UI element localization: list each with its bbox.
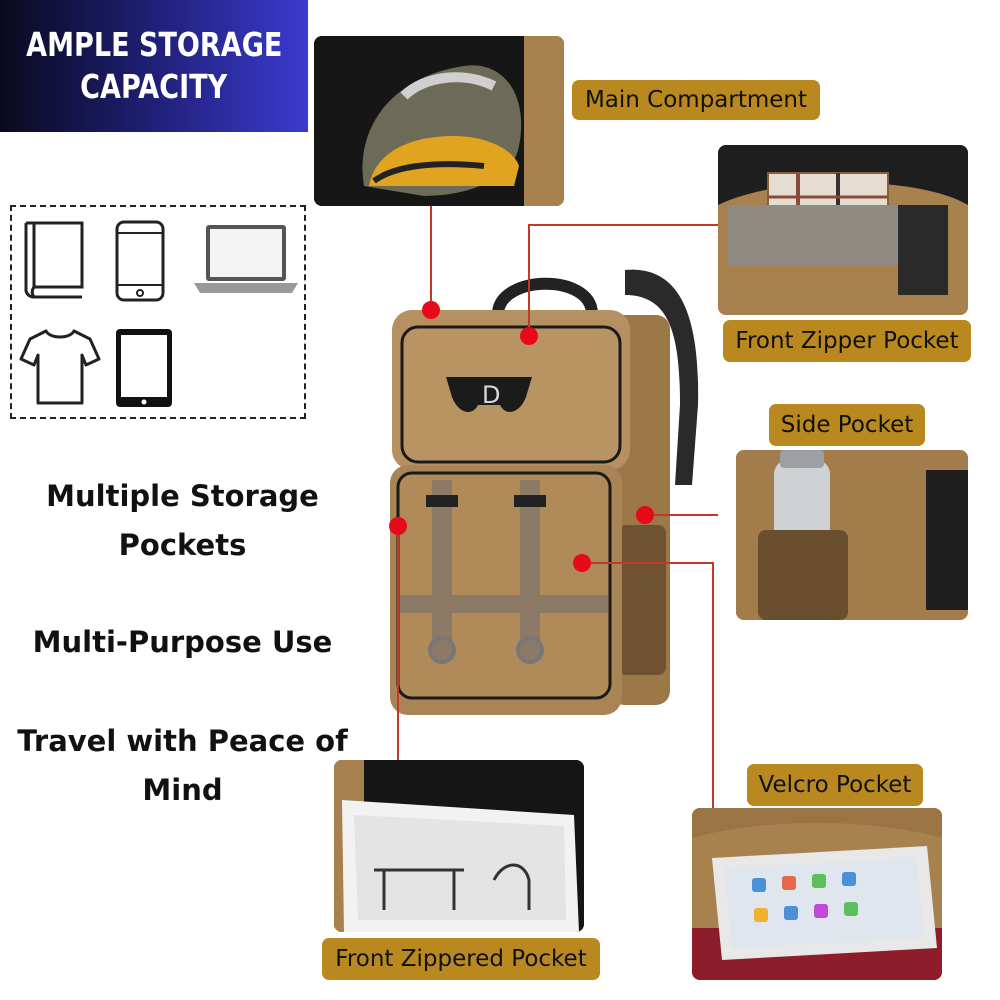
pointer-line-front-zippered (397, 526, 399, 760)
tshirt-icon (19, 329, 101, 405)
pointer-line-main (430, 206, 432, 310)
label-front-zippered-pocket: Front Zippered Pocket (322, 938, 600, 980)
laptop-icon (194, 225, 298, 293)
backpack-image: D (390, 269, 699, 715)
pointer-dot-main (422, 301, 440, 319)
main-compartment-photo (314, 36, 564, 206)
pointer-line-velcro-v (712, 562, 714, 808)
front-zippered-pocket-photo (334, 760, 584, 932)
label-front-zipper-pocket: Front Zipper Pocket (723, 320, 971, 362)
items-icon-grid (10, 205, 306, 419)
feature-multiple-storage-line1: Multiple Storage (46, 479, 319, 513)
feature-travel-line2: Mind (142, 773, 223, 807)
pointer-line-front-zipper-h (528, 224, 718, 226)
label-main-compartment: Main Compartment (572, 80, 820, 120)
pointer-dot-front-zippered (389, 517, 407, 535)
feature-multiple-storage-line2: Pockets (118, 528, 247, 562)
pointer-dot-velcro (573, 554, 591, 572)
pointer-line-front-zipper-v (528, 224, 530, 336)
svg-text:D: D (482, 381, 500, 409)
title-banner: AMPLE STORAGE CAPACITY (0, 0, 308, 132)
front-zipper-pocket-photo (718, 145, 968, 315)
velcro-pocket-photo (692, 808, 942, 980)
pointer-dot-front-zipper (520, 327, 538, 345)
side-pocket-photo (736, 450, 968, 620)
feature-travel-line1: Travel with Peace of (17, 724, 348, 758)
tablet-icon (116, 329, 172, 407)
feature-multi-purpose: Multi-Purpose Use (32, 625, 333, 659)
book-icon (24, 221, 84, 299)
label-velcro-pocket: Velcro Pocket (747, 764, 923, 806)
pointer-line-side (645, 514, 718, 516)
pointer-dot-side (636, 506, 654, 524)
pointer-line-velcro-h (582, 562, 714, 564)
phone-icon (115, 220, 165, 302)
banner-line-1: AMPLE STORAGE (25, 25, 283, 64)
banner-line-2: CAPACITY (80, 67, 228, 106)
label-side-pocket: Side Pocket (769, 404, 925, 446)
